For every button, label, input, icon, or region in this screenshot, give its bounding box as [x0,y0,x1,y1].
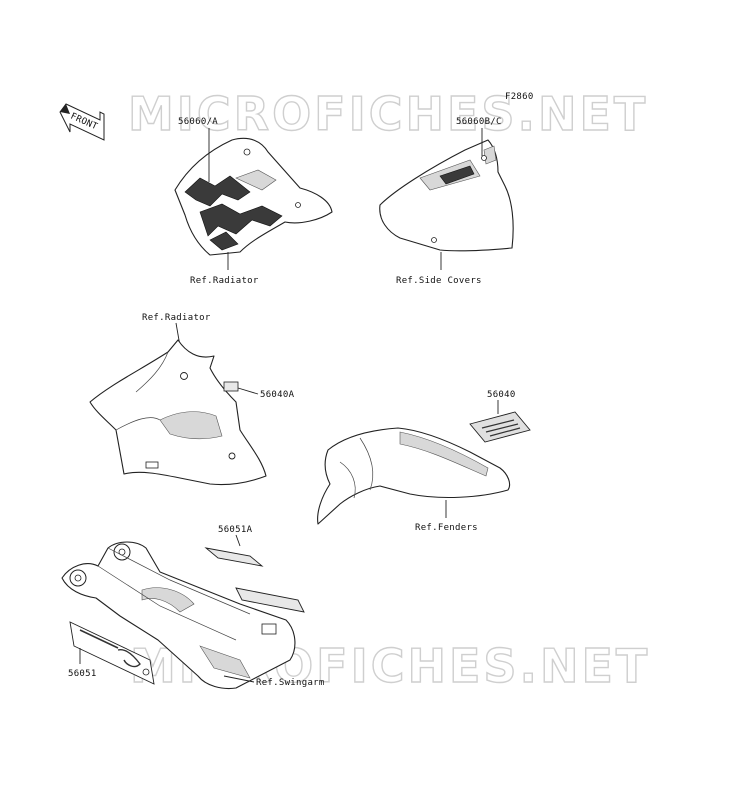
rear-fender [317,427,511,525]
label-ref-fenders: Ref.Fenders [415,523,478,533]
radiator-shroud [89,339,267,486]
label-ref-radiator-top: Ref.Radiator [190,276,259,286]
watermark-top: MICROFICHES.NET [128,87,648,141]
decal-56051A-bottom [235,587,305,613]
radiator-shroud-decal [174,137,333,256]
label-ref-side-covers: Ref.Side Covers [396,276,482,286]
leader-56051A [235,534,241,547]
front-arrow-icon: FRONT [59,103,105,141]
leader-56040A [237,387,259,395]
leader-ref-swingarm [223,675,255,683]
figure-code: F2860 [505,92,534,102]
label-56040A: 56040A [260,390,295,400]
decal-56051A-top [204,547,264,567]
side-cover-decal [379,139,514,252]
label-ref-swingarm: Ref.Swingarm [256,678,325,688]
label-56060A: 56060/A [178,117,218,127]
decal-56051 [69,621,155,685]
swingarm [61,541,296,690]
label-56051A: 56051A [218,525,253,535]
label-56040: 56040 [487,390,516,400]
label-56051: 56051 [68,669,97,679]
decal-56040 [469,411,531,443]
decal-56040A [223,381,239,392]
label-56060BC: 56060B/C [456,117,502,127]
label-ref-radiator-mid: Ref.Radiator [142,313,211,323]
